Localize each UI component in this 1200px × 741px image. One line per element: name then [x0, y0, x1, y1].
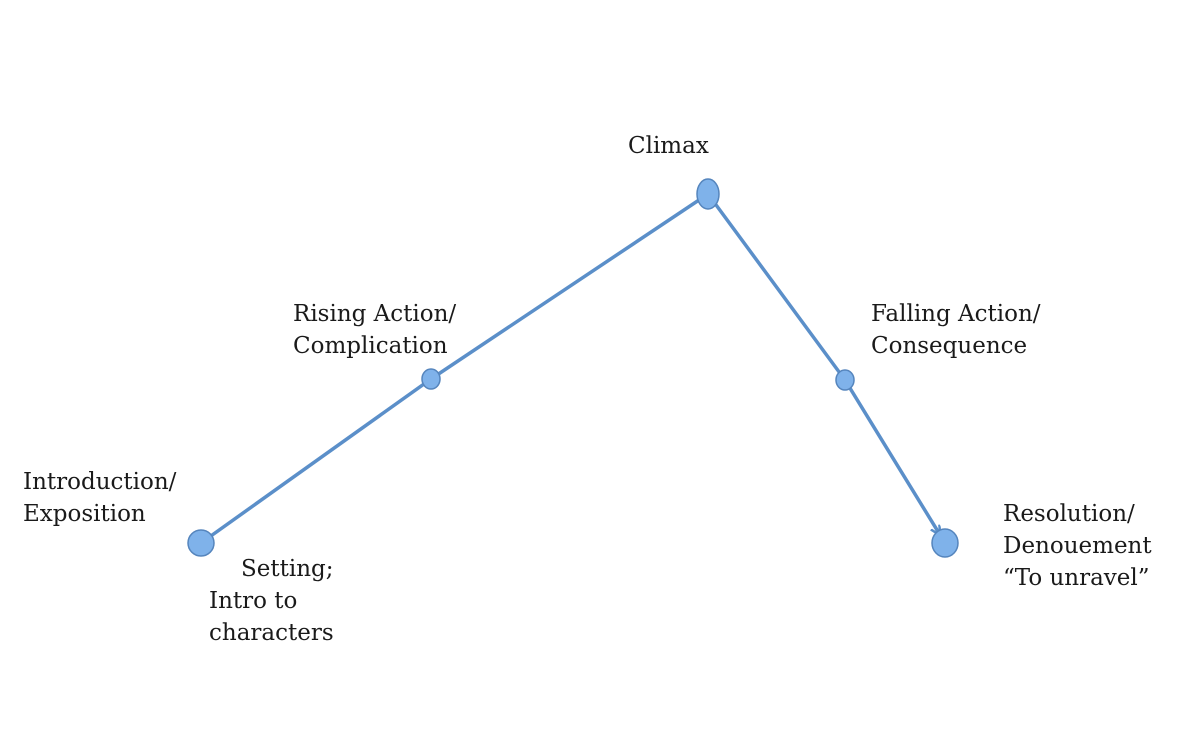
label-line: Exposition: [23, 501, 146, 527]
edge-rising-to-climax: [429, 192, 710, 381]
label-line: Complication: [293, 333, 448, 359]
label-line: Resolution/: [1003, 501, 1135, 527]
label-line: Consequence: [871, 333, 1028, 359]
label-line: Setting;: [241, 556, 334, 582]
node-climax: [696, 178, 720, 210]
label-line: Introduction/: [23, 469, 177, 495]
label-rising-action: Rising Action/ Complication: [293, 298, 456, 362]
label-resolution: Resolution/ Denouement “To unravel”: [1003, 498, 1152, 594]
node-falling: [835, 369, 855, 391]
label-line: “To unravel”: [1003, 565, 1150, 591]
edges: [199, 192, 940, 545]
label-line: Rising Action/: [293, 301, 457, 327]
label-introduction-exposition: Introduction/ Exposition: [23, 466, 176, 530]
label-line: Falling Action/: [871, 301, 1041, 327]
nodes: [187, 178, 959, 558]
label-climax: Climax: [628, 130, 709, 162]
label-falling-action: Falling Action/ Consequence: [871, 298, 1041, 362]
label-setting: Setting; Intro to characters: [209, 553, 334, 649]
label-line: characters: [209, 620, 334, 646]
edge-climax-to-falling: [706, 192, 847, 382]
node-resolution: [931, 528, 959, 558]
node-rising: [421, 368, 441, 390]
node-introduction: [187, 529, 215, 557]
edge-falling-to-resolution: [843, 378, 940, 534]
edge-introduction-to-rising: [199, 377, 433, 545]
label-line: Denouement: [1003, 533, 1152, 559]
label-line: Intro to: [209, 588, 298, 614]
label-line: Climax: [628, 133, 709, 159]
